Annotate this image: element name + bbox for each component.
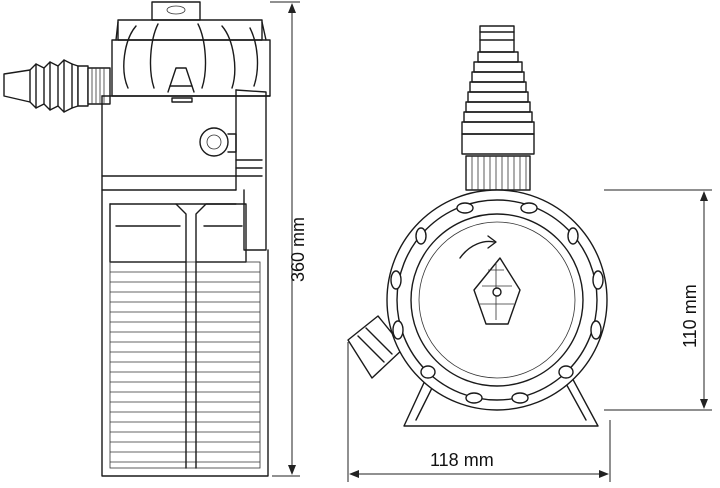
width-label: 118 mm (430, 450, 494, 470)
height-dimension: 360 mm (270, 1, 308, 477)
side-top-cap (111, 1, 271, 103)
width-dimension: 118 mm (347, 342, 611, 482)
side-upper-body (101, 89, 271, 251)
front-pump-body (386, 189, 608, 411)
side-view (3, 1, 271, 477)
front-outlet-nozzle (461, 25, 535, 191)
side-hose-barb (3, 59, 111, 113)
side-filter-housing (101, 189, 269, 477)
height-label: 360 mm (288, 217, 308, 282)
diameter-label: 110 mm (680, 284, 700, 348)
diameter-dimension: 110 mm (604, 189, 712, 411)
front-view (347, 25, 608, 427)
